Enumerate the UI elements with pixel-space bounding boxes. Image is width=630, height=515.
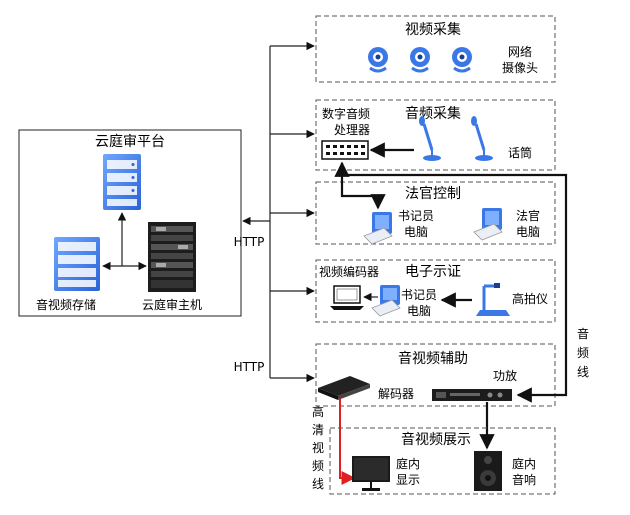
audio-processor-icon	[321, 140, 369, 160]
hd-line-label-3: 视	[312, 440, 324, 455]
webcam-icon	[368, 47, 388, 73]
clerk-pc-label-line1: 书记员	[398, 209, 434, 223]
audio-capture-title: 音频采集	[405, 105, 461, 122]
platform-title: 云庭审平台	[95, 133, 165, 150]
speaker-label-line1: 庭内	[512, 456, 536, 471]
evidence-clerk-label-line2: 电脑	[407, 304, 431, 318]
audio-line-label-2: 频	[577, 346, 589, 360]
display-label-line1: 庭内	[396, 456, 420, 471]
speaker-label-line2: 音响	[512, 472, 536, 487]
processor-clerk-link	[334, 161, 386, 210]
decoder-label: 解码器	[378, 387, 414, 401]
decoder-icon	[318, 376, 370, 400]
judge-pc-label-line1: 法官	[516, 208, 540, 223]
hd-line-label-2: 清	[312, 423, 324, 437]
amplifier-icon	[432, 389, 512, 401]
av-aux-box: 音视频辅助 解码器 功放	[315, 343, 556, 407]
microphone-icon	[471, 116, 493, 161]
hd-line-label-5: 线	[312, 477, 324, 491]
computer-icon	[371, 285, 401, 317]
speaker-icon	[474, 451, 502, 491]
av-display-title: 音视频展示	[401, 431, 471, 448]
judge-control-title: 法官控制	[405, 186, 461, 202]
amplifier-label: 功放	[493, 368, 517, 383]
server-icon	[103, 154, 141, 210]
webcam-label-line1: 网络	[508, 44, 532, 59]
rack-server-icon	[148, 222, 196, 292]
microphone-icon	[419, 116, 441, 161]
audio-line-link	[340, 163, 568, 403]
http-top-label: HTTP	[234, 235, 265, 249]
document-camera-label: 高拍仪	[512, 291, 548, 306]
processor-label-line2: 处理器	[334, 123, 370, 137]
computer-icon	[363, 212, 393, 245]
evidence-box: 视频编码器 电子示证 书记员 电脑 高拍仪	[315, 259, 556, 323]
webcam-icon	[452, 47, 472, 73]
video-capture-title: 视频采集	[405, 21, 461, 38]
computer-icon	[473, 208, 503, 241]
host-label: 云庭审主机	[142, 297, 202, 312]
judge-control-box: 法官控制 书记员 电脑 法官 电脑	[315, 181, 556, 245]
platform-box: 云庭审平台 音视频存储	[18, 129, 242, 317]
hd-video-link	[339, 398, 356, 485]
webcam-icon	[410, 47, 430, 73]
clerk-pc-label-line2: 电脑	[404, 225, 428, 239]
audio-line-label-1: 音	[577, 326, 589, 341]
http-bus	[242, 41, 315, 383]
storage-server-icon	[54, 237, 100, 291]
display-icon	[352, 456, 390, 491]
av-display-box: 音视频展示 庭内 显示 庭内 音响	[329, 427, 556, 495]
av-aux-title: 音视频辅助	[398, 350, 468, 367]
display-label-line2: 显示	[396, 473, 420, 487]
audio-capture-box: 数字音频 处理器 音频采集 话筒	[315, 99, 556, 171]
laptop-icon	[330, 285, 364, 310]
webcam-label-line2: 摄像头	[502, 60, 538, 75]
evidence-title: 电子示证	[405, 264, 461, 280]
http-bottom-label: HTTP	[234, 360, 265, 374]
video-capture-box: 视频采集 网络 摄像头	[315, 15, 556, 83]
storage-label: 音视频存储	[36, 297, 96, 312]
hd-line-label-1: 高	[312, 404, 324, 419]
evidence-clerk-label-line1: 书记员	[401, 288, 437, 302]
judge-pc-label-line2: 电脑	[516, 225, 540, 239]
processor-label-line1: 数字音频	[322, 106, 370, 121]
encoder-label: 视频编码器	[319, 264, 379, 279]
hd-line-label-4: 频	[312, 459, 324, 473]
mic-label: 话筒	[508, 145, 532, 160]
audio-line-label-3: 线	[577, 365, 589, 379]
document-camera-icon	[476, 283, 510, 316]
